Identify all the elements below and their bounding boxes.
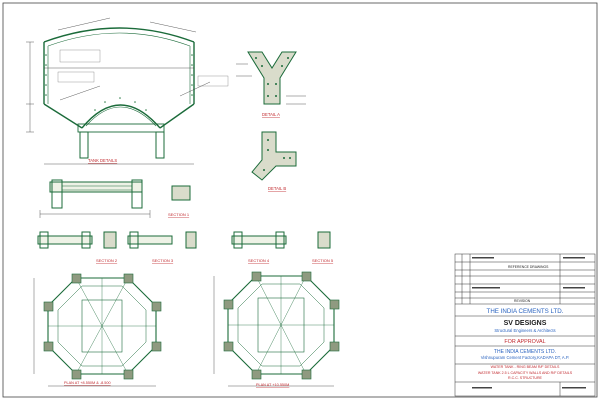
plan-left-dims [33,278,156,387]
elevation-dimensions [26,17,211,165]
revision-rows [472,257,586,389]
detail-b [251,131,297,181]
drawing-title: WATER TANK 2.5 L CAPACITY WALLS AND R/F … [478,371,573,375]
detail-a-rebars [255,57,289,97]
plan-left-columns [43,273,162,380]
detail-a [247,51,297,105]
title-block [454,253,596,397]
section-1 [171,185,191,201]
plan-right [227,275,335,375]
detail-b-label: DETAIL B [268,186,286,191]
revision-label: REVISION [514,299,531,303]
section-4-label: SECTION 4 [248,258,270,263]
ring-beam-dims [39,210,151,218]
plan-right-columns [223,271,340,380]
section-beam-left [37,231,93,249]
elevation-rebar-dots [45,54,193,111]
for-approval-stamp: FOR APPROVAL [504,339,545,345]
section-5-label: SECTION 5 [312,258,334,263]
plan-right-label: PLAN AT +10.550M [256,383,289,387]
plan-left [47,277,157,375]
client-name: THE INDIA CEMENTS LTD. [487,308,564,315]
section-2 [103,231,117,249]
section-beam-right [231,231,287,249]
firm-subtitle: Structural Engineers & Architects [494,328,555,333]
detail-a-dims [236,63,306,105]
plan-right-dims [213,276,334,387]
section-beam-mid [127,231,173,249]
project-name: WATER TANK - RING BEAM R/F DETAILS [491,365,560,369]
detail-b-rebars [263,139,291,171]
firm-name: SV DESIGNS [504,320,547,327]
elevation-notes [57,49,229,87]
section-small [185,231,197,249]
section-3-label: SECTION 3 [152,258,174,263]
tank-elevation [43,27,195,159]
client-name-2: THE INDIA CEMENTS LTD. [494,349,556,355]
reference-drawings-label: REFERENCE DRAWINGS [508,265,549,269]
plan-left-label: PLAN AT +8.550M & -8.500 [64,381,111,385]
drawing-subtitle: R.C.C. STRUCTURE [508,376,543,380]
section-1-label: SECTION 1 [168,212,190,217]
section-2-label: SECTION 2 [96,258,118,263]
ring-beam-elevation [49,179,143,209]
section-5 [317,231,331,249]
plant-location: Vishnupuram Cement Factory,KADAPA DT, A.… [481,355,570,360]
tank-details-label: TANK DETAILS [88,158,117,163]
detail-a-label: DETAIL A [262,112,280,117]
